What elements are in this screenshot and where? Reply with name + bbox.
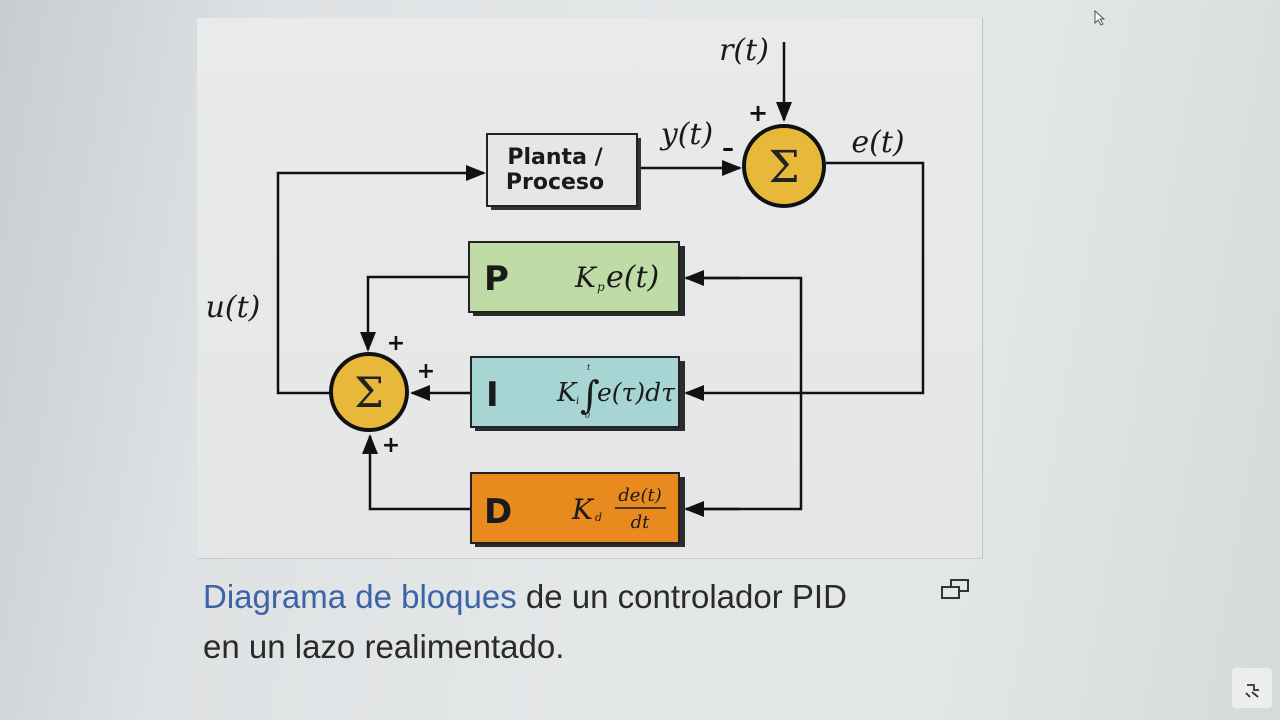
u-to-plant-line <box>276 165 486 395</box>
integral-sign: ∫ <box>580 373 600 417</box>
d-numerator: de(t) <box>618 485 661 506</box>
y-minus-sign: – <box>722 134 734 162</box>
controller-summing-junction: Σ <box>329 352 409 432</box>
corner-tool-button[interactable] <box>1232 668 1272 708</box>
signal-y-label: y(t) <box>659 117 713 152</box>
d-denominator: dt <box>631 512 651 533</box>
i-expression: e(τ)dτ <box>597 378 676 407</box>
controller-sum-symbol: Σ <box>354 368 384 417</box>
p-letter: P <box>484 259 509 299</box>
plant-block: Planta / Proceso <box>486 133 641 210</box>
p-gain-sub: p <box>597 280 605 294</box>
tool-icon <box>1245 684 1259 698</box>
i-plus-sign: + <box>417 359 435 384</box>
d-gain-sub: d <box>595 511 602 524</box>
e-branch-line <box>684 161 925 401</box>
signal-r-label: r(t) <box>719 33 769 68</box>
d-block: D K d de(t) dt <box>470 472 685 547</box>
caption-text-line1: de un controlador PID <box>516 578 847 615</box>
i-upper-limit: t <box>587 363 591 372</box>
caption-text-line2: en un lazo realimentado. <box>203 628 565 665</box>
signal-e-label: e(t) <box>851 125 904 160</box>
caption-link[interactable]: Diagrama de bloques <box>203 578 517 615</box>
d-plus-sign: + <box>382 433 400 458</box>
p-to-sum-line <box>360 275 469 352</box>
expand-icon[interactable] <box>940 578 970 600</box>
i-block: I K i ∫ t 0 e(τ)dτ <box>470 356 685 431</box>
p-plus-sign: + <box>387 331 405 356</box>
i-letter: I <box>486 375 499 415</box>
figure-caption: Diagrama de bloques de un controlador PI… <box>203 572 963 672</box>
p-expression: e(t) <box>606 260 659 295</box>
d-gain: K <box>571 493 595 526</box>
signal-lines <box>276 42 925 517</box>
plant-label-line1: Planta / <box>507 145 603 170</box>
i-lower-limit: 0 <box>585 411 590 420</box>
error-sum-symbol: Σ <box>768 142 799 193</box>
plant-label-line2: Proceso <box>506 170 604 195</box>
signal-u-label: u(t) <box>206 290 261 325</box>
error-summing-junction: Σ <box>742 124 826 208</box>
i-gain-sub: i <box>576 396 579 407</box>
d-letter: D <box>484 492 512 532</box>
cursor-icon <box>1094 10 1106 26</box>
p-gain: K <box>574 261 598 294</box>
r-plus-sign: + <box>748 99 768 127</box>
p-block: P K p e(t) <box>468 241 685 316</box>
i-gain: K <box>556 378 578 408</box>
d-to-sum-line <box>362 434 470 511</box>
